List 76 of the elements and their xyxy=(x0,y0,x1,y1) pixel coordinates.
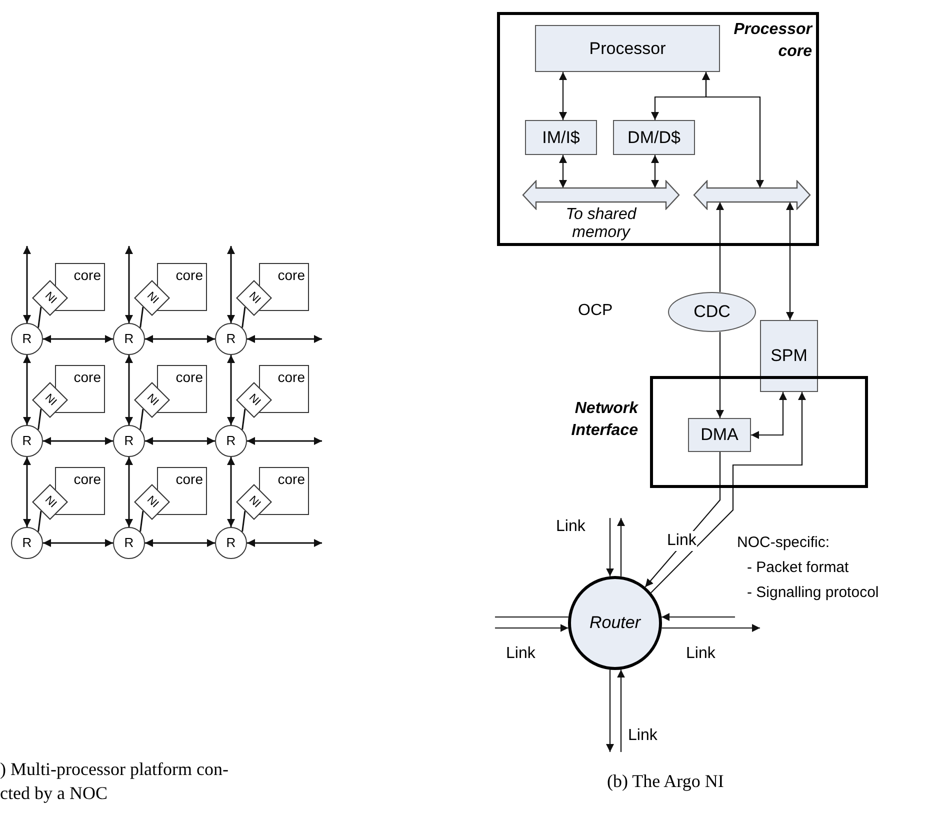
text-label: Link xyxy=(556,517,586,537)
ni-diamond: NI xyxy=(236,382,272,418)
component-box: Processor xyxy=(535,25,720,72)
arrow xyxy=(125,355,133,425)
ni-diamond: NI xyxy=(32,382,68,418)
text-label: OCP xyxy=(578,301,613,321)
arrow xyxy=(247,437,322,445)
arrow xyxy=(606,518,614,576)
text-label: NOC-specific: xyxy=(737,534,830,553)
ni-diamond: NI xyxy=(134,382,170,418)
connector-line xyxy=(38,510,42,532)
arrow xyxy=(716,202,724,292)
bus-caption: To shared memory xyxy=(564,206,638,242)
arrow xyxy=(559,72,567,120)
arrow xyxy=(559,155,567,188)
ni-diamond: NI xyxy=(134,484,170,520)
arrow xyxy=(125,457,133,527)
arrow xyxy=(145,437,215,445)
arrow xyxy=(227,355,235,425)
connector-line xyxy=(495,616,568,618)
arrow xyxy=(23,355,31,425)
arrow xyxy=(227,246,235,323)
arrow xyxy=(662,624,760,632)
text-label: Link xyxy=(506,644,536,664)
component-box: IM/I$ xyxy=(525,120,597,155)
arrow xyxy=(23,457,31,527)
arrow xyxy=(43,335,113,343)
text-label: cted by a NOC xyxy=(0,782,108,804)
processor-core-frame xyxy=(497,12,819,246)
connector-line xyxy=(242,510,246,532)
component-box: DMA xyxy=(688,418,751,452)
text-label: Link xyxy=(666,531,698,551)
arrow xyxy=(125,246,133,323)
arrow xyxy=(662,613,735,621)
frame-title: Network Interface xyxy=(570,399,638,441)
ni-diamond: NI xyxy=(32,484,68,520)
arrow xyxy=(247,335,322,343)
arrow xyxy=(617,518,625,576)
arrow xyxy=(606,670,614,752)
arrow xyxy=(495,624,568,632)
text-label: - Signalling protocol xyxy=(747,584,879,603)
arrow xyxy=(617,670,625,752)
arrow xyxy=(227,457,235,527)
arrow xyxy=(650,392,806,594)
bus-bar xyxy=(693,180,811,210)
arrow xyxy=(145,539,215,547)
ni-diamond: NI xyxy=(134,280,170,316)
text-label: Link xyxy=(686,644,716,664)
arrow xyxy=(23,246,31,323)
text-label: ) Multi-processor platform con- xyxy=(0,758,228,780)
connector-line xyxy=(242,306,246,328)
connector-line xyxy=(242,408,246,430)
arrow xyxy=(247,539,322,547)
arrow xyxy=(716,332,724,418)
arrow xyxy=(702,72,764,188)
arrow xyxy=(43,437,113,445)
component-box: SPM xyxy=(760,320,818,392)
connector-line xyxy=(38,306,42,328)
connector-line xyxy=(38,408,42,430)
arrow xyxy=(751,392,787,439)
component-box: DM/D$ xyxy=(613,120,695,155)
frame-title: Processor core xyxy=(732,20,812,62)
ni-diamond: NI xyxy=(32,280,68,316)
arrow xyxy=(43,539,113,547)
cdc-ellipse: CDC xyxy=(668,292,756,332)
arrow xyxy=(651,155,659,188)
arrow xyxy=(145,335,215,343)
connector-line xyxy=(140,408,144,430)
connector-line xyxy=(140,510,144,532)
connector-line xyxy=(140,306,144,328)
text-label: - Packet format xyxy=(747,559,849,578)
text-label: Link xyxy=(628,726,658,746)
ni-diamond: NI xyxy=(236,484,272,520)
arrow xyxy=(786,202,794,320)
text-label: (b) The Argo NI xyxy=(607,770,724,792)
ni-diamond: NI xyxy=(236,280,272,316)
